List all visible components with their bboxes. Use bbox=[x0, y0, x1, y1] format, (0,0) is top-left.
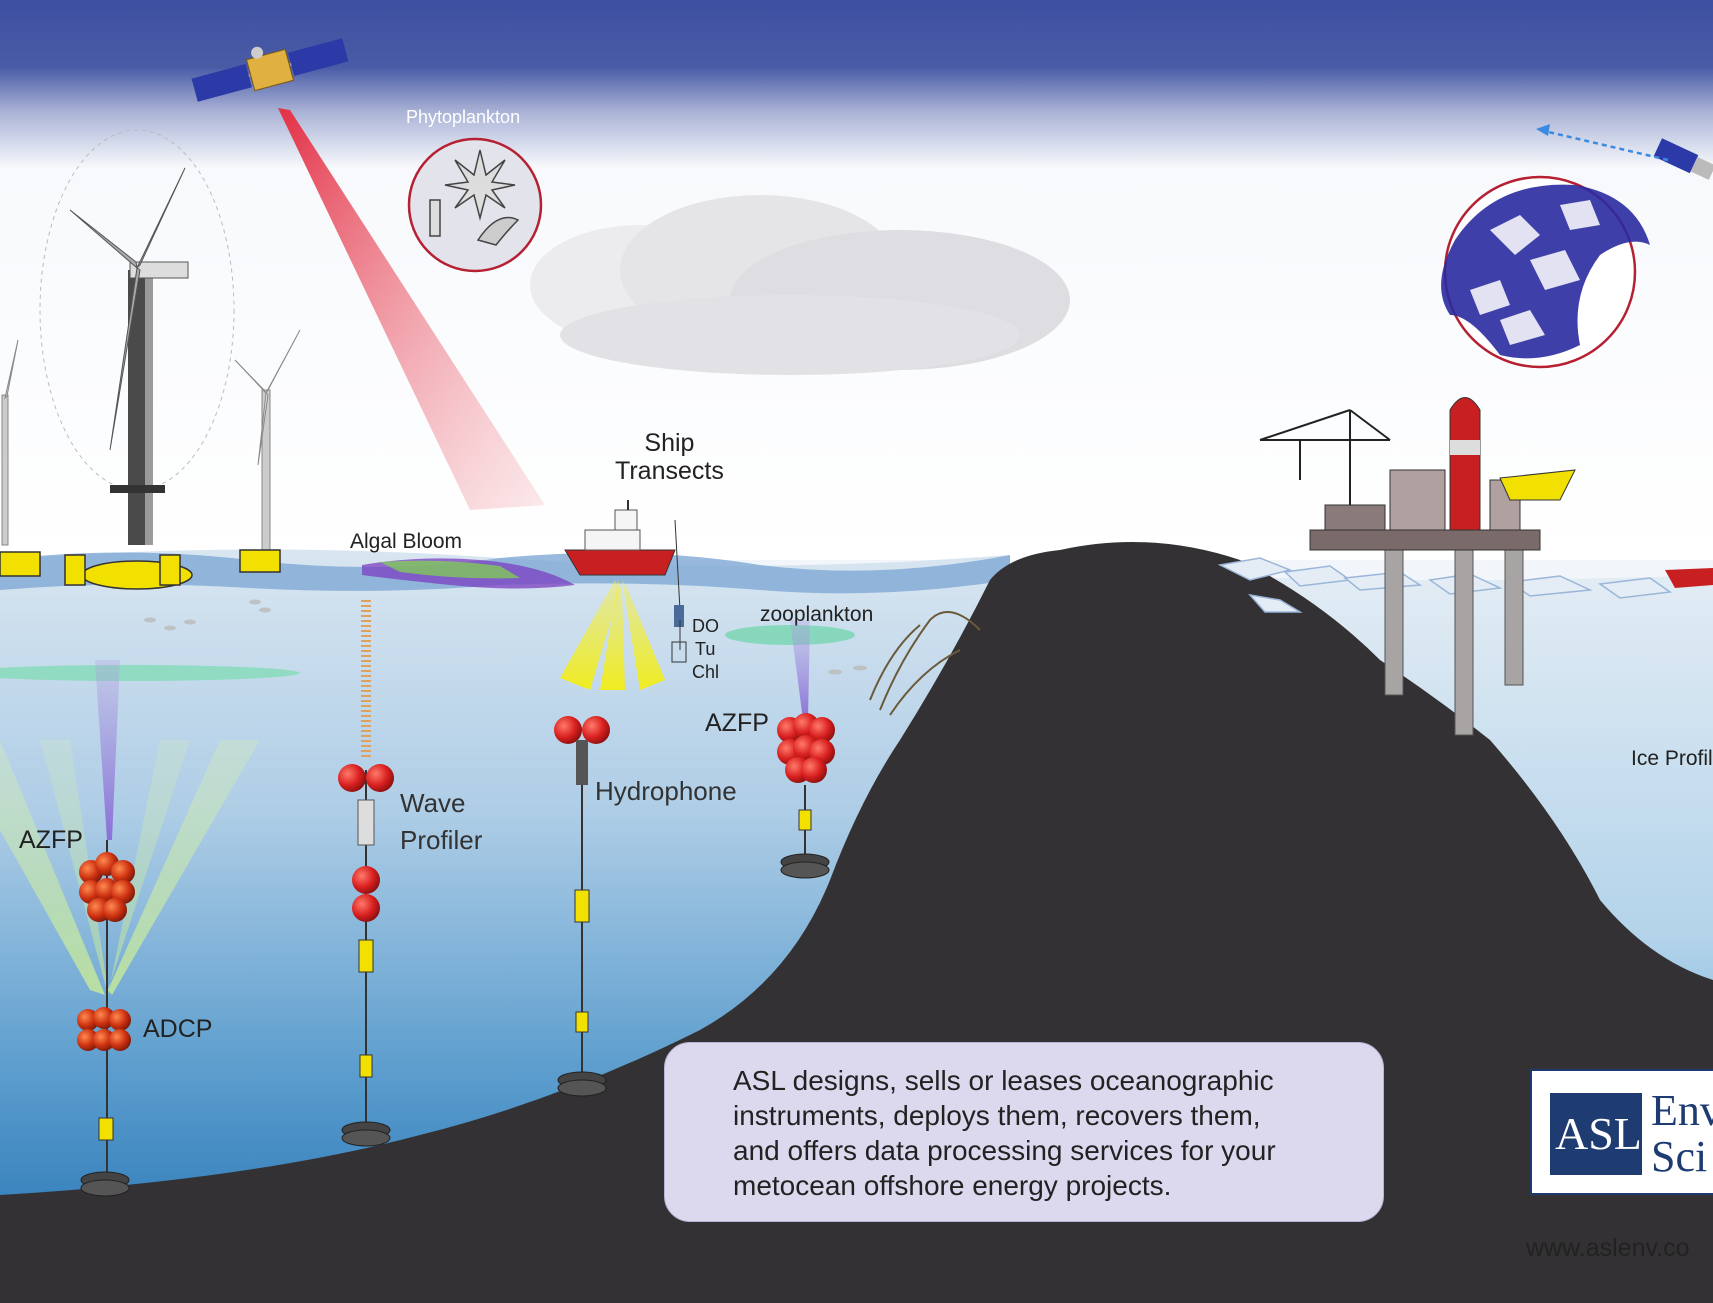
wave-profiler-mooring bbox=[338, 600, 394, 1147]
tu-label: Tu bbox=[695, 639, 716, 659]
adcp-beam bbox=[108, 740, 260, 995]
ctd-instrument bbox=[671, 620, 687, 663]
wave-profiler-label: Wave Profiler bbox=[400, 788, 483, 855]
adcp-beam bbox=[40, 740, 108, 995]
logo-abbreviation: ASL bbox=[1555, 1108, 1642, 1159]
algal-bloom-label: Algal Bloom bbox=[350, 530, 463, 553]
wind-turbine-icon bbox=[1, 129, 301, 551]
hydrophone-label: Hydrophone bbox=[595, 776, 737, 806]
ship-sonar-beam bbox=[622, 580, 665, 690]
satellite-icon bbox=[191, 38, 349, 102]
satellite-beam bbox=[278, 108, 545, 510]
phytoplankton-inset bbox=[407, 137, 543, 273]
cloud-icon bbox=[530, 195, 1070, 375]
company-logo[interactable]: ASL Envi Sci bbox=[1530, 1069, 1713, 1195]
logo-name-line1: Envi bbox=[1651, 1086, 1713, 1135]
logo-name-line2: Sci bbox=[1651, 1132, 1708, 1181]
phytoplankton-label: Phytoplankton bbox=[406, 107, 521, 127]
float-icon bbox=[0, 549, 281, 590]
logo-mark: ASL bbox=[1550, 1093, 1642, 1175]
zooplankton-label: zooplankton bbox=[760, 603, 874, 626]
adcp-label: ADCP bbox=[143, 1015, 213, 1043]
hydrophone-mooring bbox=[554, 716, 610, 1097]
satellite-link-arrow bbox=[1539, 128, 1669, 162]
mooring-icon bbox=[77, 840, 135, 1197]
info-box: ASL designs, sells or leases oceanograph… bbox=[664, 1042, 1384, 1222]
do-label: DO bbox=[692, 616, 719, 636]
azfp-mooring-right bbox=[777, 713, 835, 879]
sea-ice bbox=[1217, 557, 1673, 613]
ship-icon bbox=[564, 500, 684, 627]
azfp-beam-right bbox=[790, 620, 810, 720]
oil-platform-icon bbox=[1259, 397, 1576, 736]
zooplankton-layer bbox=[725, 625, 855, 645]
ship-icon-right bbox=[1665, 568, 1713, 588]
azfp-left-label: AZFP bbox=[19, 826, 83, 854]
chl-label: Chl bbox=[692, 662, 720, 682]
ice-inset bbox=[1441, 175, 1650, 369]
adcp-beam bbox=[0, 740, 105, 995]
kelp bbox=[869, 611, 981, 716]
satellite-icon-right bbox=[1653, 138, 1713, 180]
azfp-beam bbox=[95, 660, 120, 840]
website-link[interactable]: www.aslenv.co bbox=[1526, 1234, 1690, 1262]
ship-sonar-beam bbox=[560, 580, 620, 690]
info-text: ASL designs, sells or leases oceanograph… bbox=[733, 1065, 1276, 1201]
ship-sonar-beam bbox=[600, 580, 625, 690]
azfp-right-label: AZFP bbox=[705, 709, 769, 737]
plankton-layer bbox=[0, 665, 300, 681]
ship-transects-label: Ship Transects bbox=[615, 429, 724, 485]
ice-profiler-label: Ice Profil bbox=[1631, 747, 1713, 770]
fish-school bbox=[144, 599, 867, 675]
